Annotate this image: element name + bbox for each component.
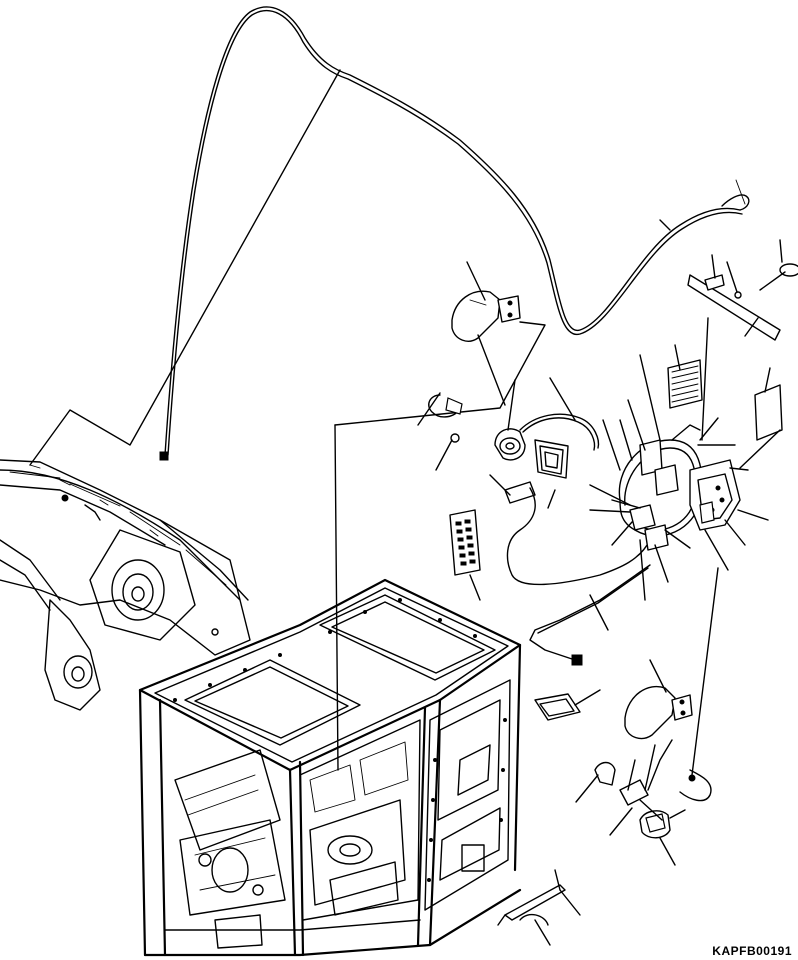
lower-right-parts: [576, 568, 718, 865]
antenna-bracket: [660, 220, 798, 440]
controller-cluster: [590, 345, 768, 600]
leader-box: [335, 322, 545, 425]
radio-panel-buttons: [456, 520, 475, 565]
antenna-cable: [160, 7, 749, 460]
leader-to-cab: [335, 425, 338, 770]
speaker-bracket-lower: [625, 660, 692, 738]
radio-harness: [450, 378, 650, 600]
drawing-code: KAPFB00191: [712, 944, 792, 958]
cab-frame: [140, 580, 520, 955]
cable-connector-lower: [530, 565, 650, 665]
light-unit: [535, 690, 600, 720]
leader-boom-antenna: [30, 70, 340, 465]
cover-plate: [740, 368, 782, 468]
frame-rivets: [174, 599, 507, 882]
boom-assembly: [0, 460, 250, 710]
cable-clip: [418, 393, 462, 470]
speaker-bracket-upper: [452, 262, 520, 405]
speaker-unit: [495, 380, 525, 460]
bottom-bracket: [498, 870, 580, 945]
